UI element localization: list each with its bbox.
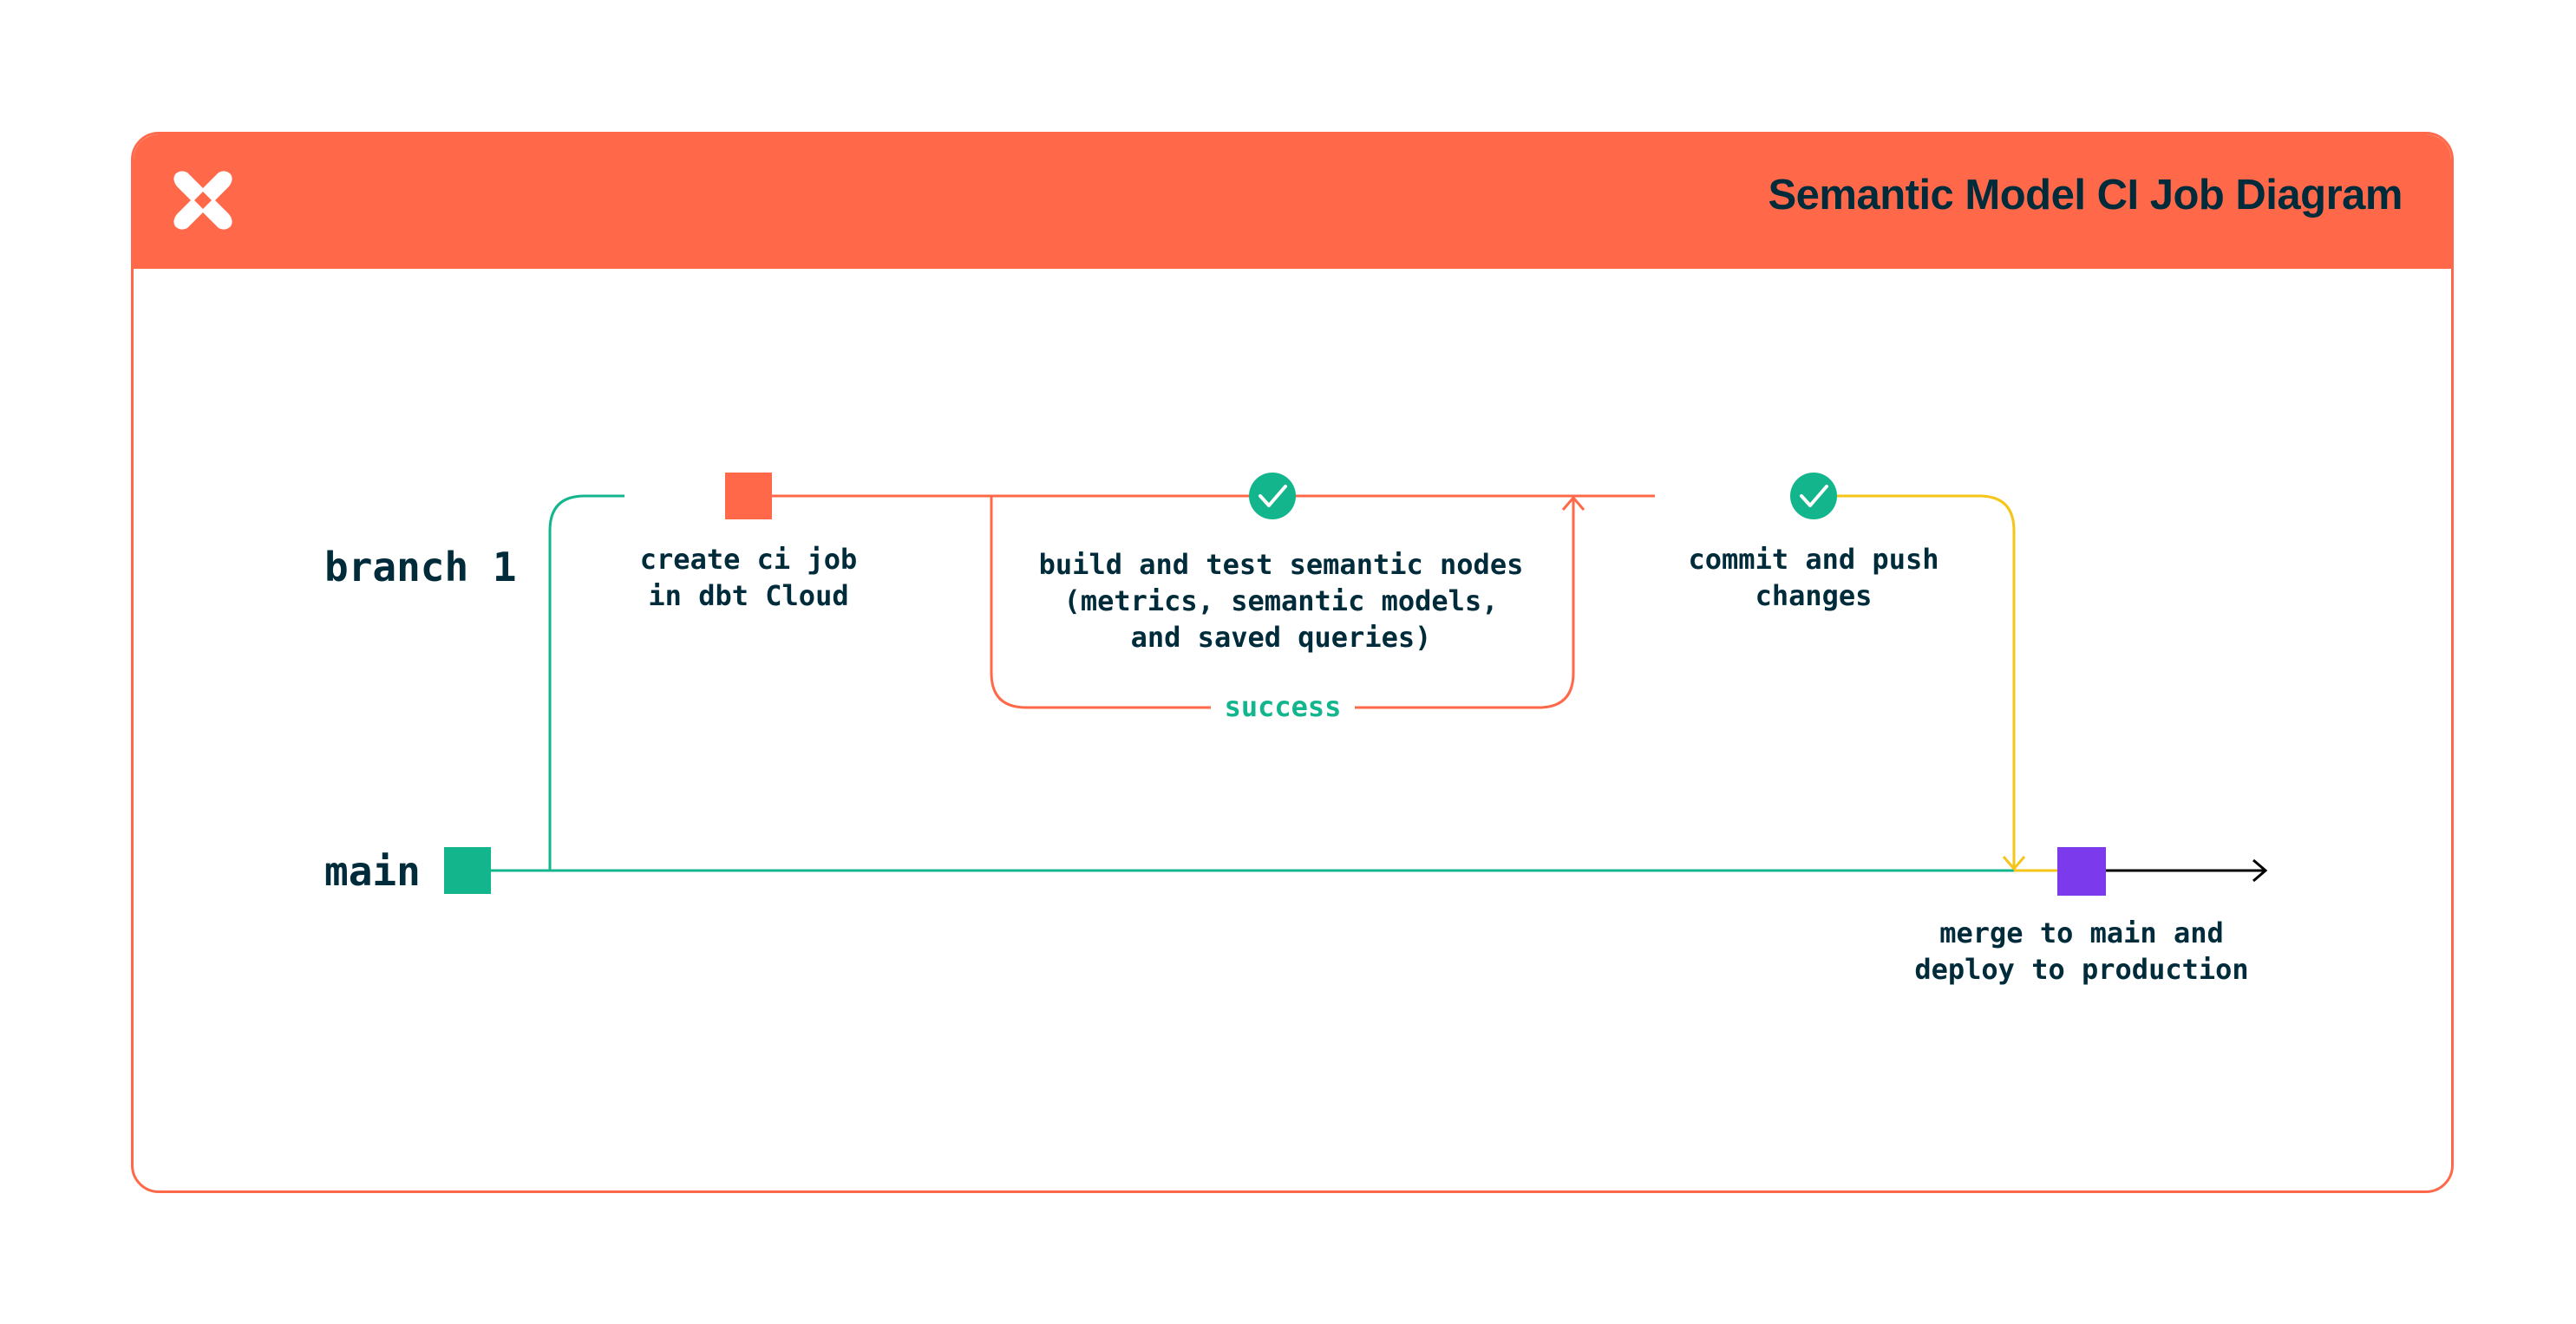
merge-node <box>2057 847 2106 896</box>
create-ci-node <box>725 473 772 519</box>
diagram-card: Semantic Model CI Job Diagram <box>131 132 2454 1193</box>
arrow-down-icon <box>2002 856 2026 871</box>
merge-label-1: merge to main and <box>1939 916 2224 949</box>
merge-line <box>1837 494 2016 869</box>
arrow-up-icon <box>1561 495 1585 511</box>
build-test-label-1: build and test semantic nodes <box>1039 548 1524 581</box>
create-ci-label-2: in dbt Cloud <box>648 579 848 612</box>
commit-push-label-2: changes <box>1755 579 1873 612</box>
main-label: main <box>324 848 421 895</box>
create-ci-label-1: create ci job <box>640 543 857 576</box>
page-title: Semantic Model CI Job Diagram <box>1768 172 2403 218</box>
build-check-icon <box>1249 473 1296 519</box>
header-bar: Semantic Model CI Job Diagram <box>134 134 2451 269</box>
commit-push-label-1: commit and push <box>1689 543 1939 576</box>
success-loop-return <box>1355 498 1575 709</box>
build-test-label-2: (metrics, semantic models, <box>1064 584 1499 617</box>
build-test-label-3: and saved queries) <box>1131 621 1432 654</box>
dbt-logo-icon <box>173 171 232 230</box>
branch-label: branch 1 <box>324 544 517 590</box>
success-label: success <box>1225 690 1342 723</box>
arrow-right-icon <box>2252 858 2268 883</box>
main-start-node <box>444 847 491 894</box>
merge-label-2: deploy to production <box>1914 953 2248 986</box>
branch-off-line <box>548 494 624 871</box>
success-loop <box>990 496 1211 709</box>
commit-check-icon <box>1790 473 1837 519</box>
